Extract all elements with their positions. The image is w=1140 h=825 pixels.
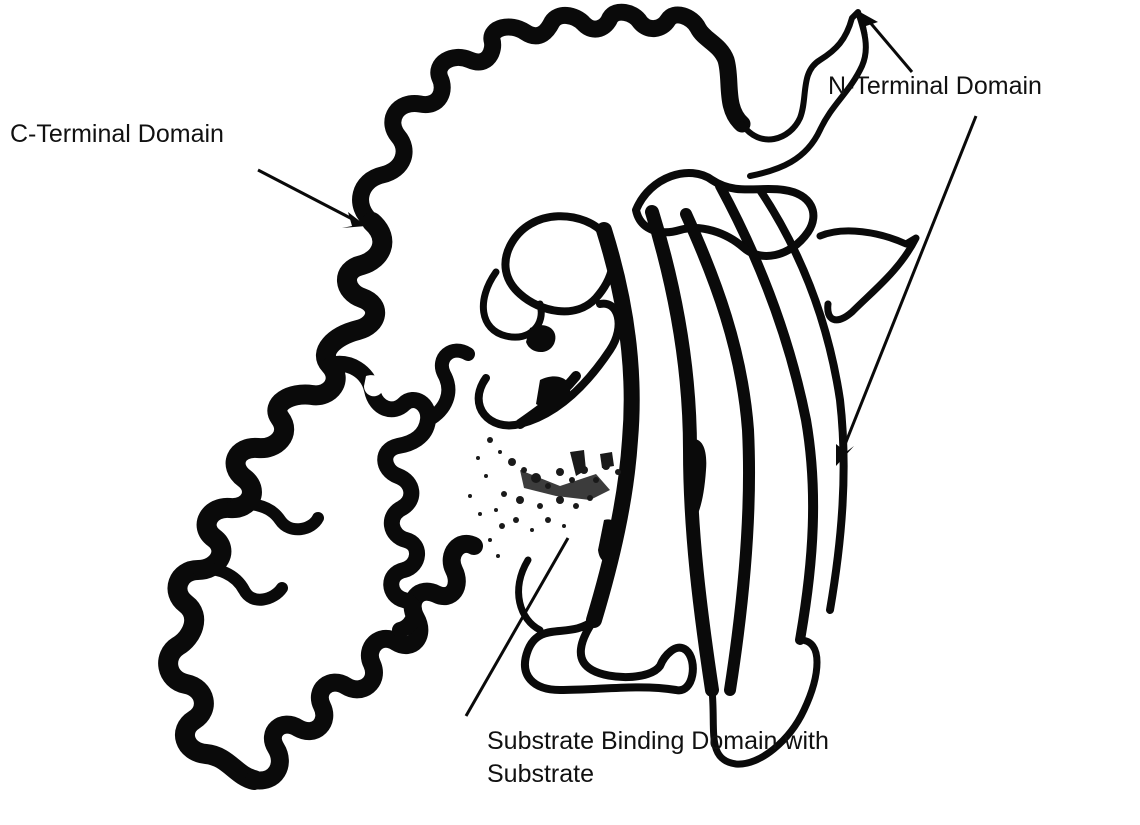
substrate-label-line2: Substrate xyxy=(487,758,829,791)
annotation-arrows xyxy=(258,12,976,716)
n-terminal-down-arrow xyxy=(836,116,976,466)
c-terminal-arrow xyxy=(258,170,366,228)
c-terminal-label: C-Terminal Domain xyxy=(10,118,224,151)
substrate-molecule xyxy=(468,437,621,558)
substrate-label-line1: Substrate Binding Domain with xyxy=(487,725,829,758)
n-terminal-label: N-Terminal Domain xyxy=(828,70,1042,103)
substrate-binding-label: Substrate Binding Domain with Substrate xyxy=(487,725,829,791)
helix-gaps xyxy=(226,375,384,667)
